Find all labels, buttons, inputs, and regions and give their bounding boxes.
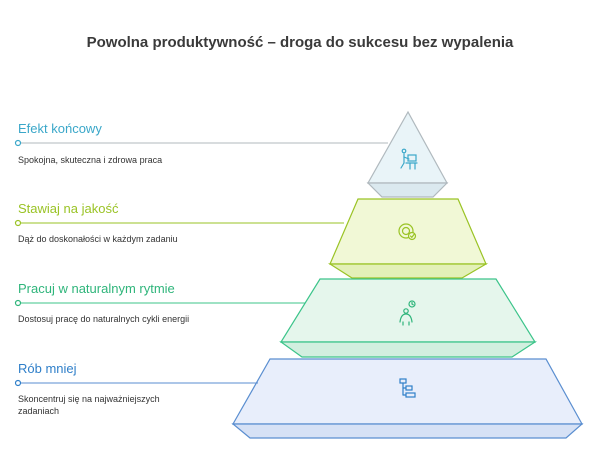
pyramid-level-2-base (327, 263, 489, 279)
level-1-title: Efekt końcowy (18, 121, 102, 136)
level-2-description: Dąż do doskonałości w każdym zadaniu (18, 234, 178, 244)
level-3-title: Pracuj w naturalnym rytmie (18, 281, 175, 296)
pyramid-level-2-face (329, 198, 487, 265)
level-4-description: Skoncentruj się na najważniejszych zadan… (18, 394, 160, 416)
connector-dot-4 (14, 379, 22, 387)
connector-dot-1 (14, 139, 22, 147)
person-clock-icon (399, 300, 416, 326)
level-4-title: Rób mniej (18, 361, 77, 376)
pyramid-level-1-face (366, 110, 449, 184)
level-1-description: Spokojna, skuteczna i zdrowa praca (18, 155, 163, 165)
person-at-desk-icon (400, 148, 418, 170)
task-list-icon (399, 378, 416, 398)
pyramid-level-3-base (279, 341, 538, 358)
pyramid-level-1-base (366, 182, 449, 198)
target-check-icon (398, 223, 417, 241)
level-3-description: Dostosuj pracę do naturalnych cykli ener… (18, 314, 190, 324)
pyramid-level-4 (231, 358, 584, 439)
pyramid-level-3 (279, 278, 538, 358)
pyramid-level-2 (327, 198, 489, 279)
connector-dot-2 (14, 219, 22, 227)
connector-dot-3 (14, 299, 22, 307)
pyramid-level-4-base (231, 423, 584, 439)
level-2-title: Stawiaj na jakość (18, 201, 119, 216)
pyramid-level-4-face (231, 358, 584, 425)
pyramid-level-1 (366, 110, 449, 198)
connector-lines (14, 139, 388, 387)
diagram-title: Powolna produktywność – droga do sukcesu… (86, 34, 514, 51)
